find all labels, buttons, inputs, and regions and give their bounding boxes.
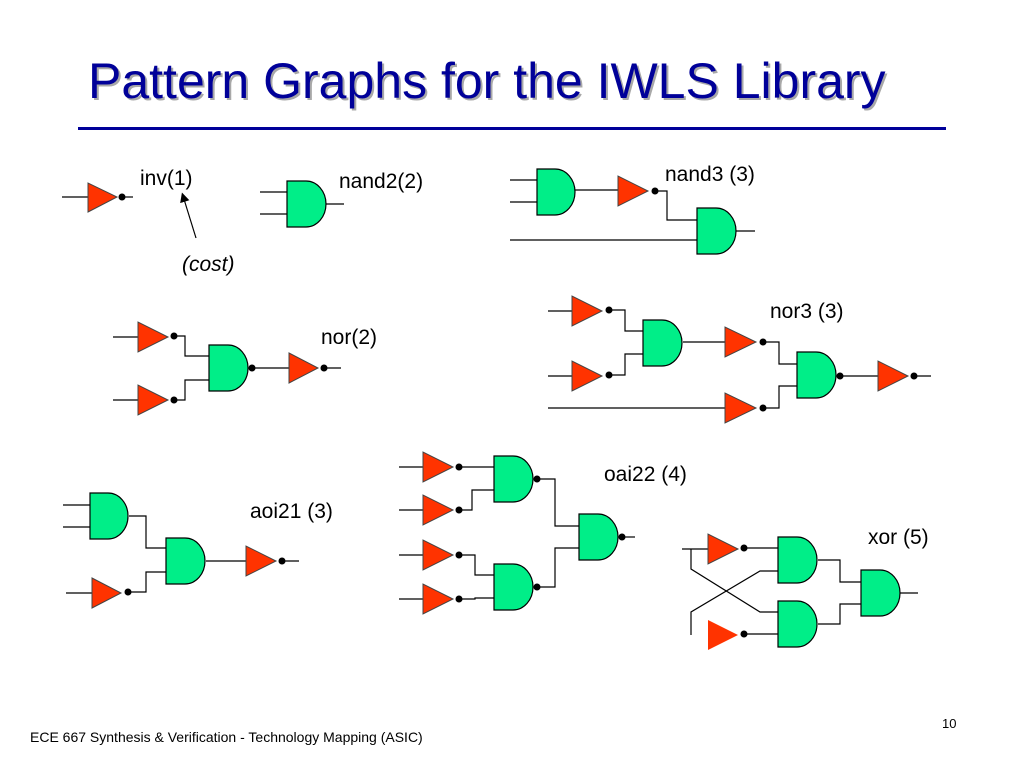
aoi21-pattern xyxy=(63,492,299,609)
cost-arrow xyxy=(180,192,197,239)
nor-pattern xyxy=(113,321,341,416)
inv-label: inv(1) xyxy=(140,167,193,190)
slide-title: Pattern Graphs for the IWLS Library xyxy=(88,53,886,109)
oai22-pattern xyxy=(399,451,635,615)
nand2-pattern xyxy=(260,180,344,228)
page-number: 10 xyxy=(942,716,957,731)
nor3-label: nor3 (3) xyxy=(770,300,844,323)
xor-label: xor (5) xyxy=(868,526,929,549)
nand-gate xyxy=(286,180,327,228)
inverter-symbol xyxy=(87,182,119,213)
nand3-label: nand3 (3) xyxy=(665,163,755,186)
nor-label: nor(2) xyxy=(321,326,378,349)
inv-pattern xyxy=(62,182,133,213)
nor3-pattern xyxy=(548,295,931,424)
xor-pattern xyxy=(682,533,918,650)
aoi21-label: aoi21 (3) xyxy=(250,500,333,523)
nand3-pattern xyxy=(510,168,755,255)
oai22-label: oai22 (4) xyxy=(604,463,687,486)
cost-annotation: (cost) xyxy=(182,253,235,276)
nand2-label: nand2(2) xyxy=(339,170,424,193)
title-underline xyxy=(78,127,946,130)
slide-footer: ECE 667 Synthesis & Verification - Techn… xyxy=(30,729,423,745)
